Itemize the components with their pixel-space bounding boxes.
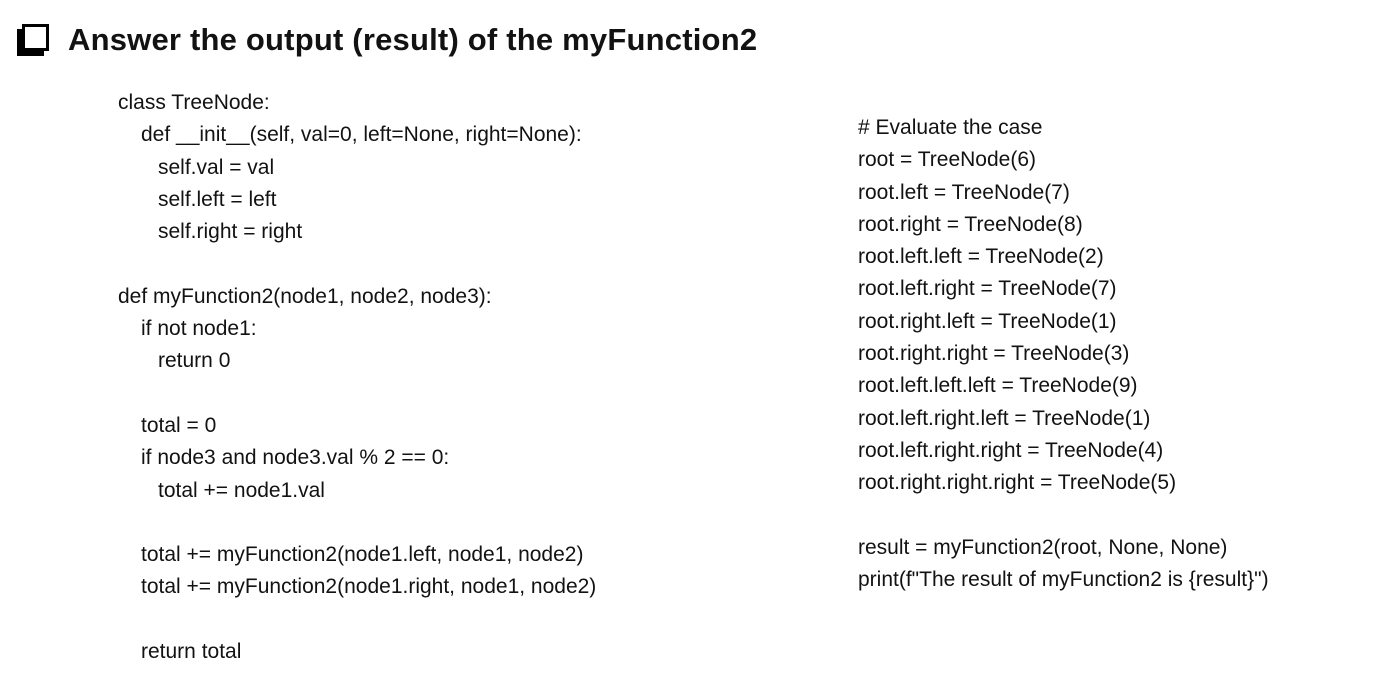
code-line: root.left.right.right = TreeNode(4)	[858, 438, 1164, 462]
code-line: root.right.right.right = TreeNode(5)	[858, 471, 1177, 495]
code-line: root.left.right = TreeNode(7)	[858, 277, 1117, 301]
code-line: def myFunction2(node1, node2, node3):	[118, 284, 492, 308]
code-line: root.right.right = TreeNode(3)	[858, 342, 1130, 366]
code-line: result = myFunction2(root, None, None)	[858, 535, 1228, 559]
code-line: root.left.left.left = TreeNode(9)	[858, 374, 1138, 398]
code-line: class TreeNode:	[118, 91, 270, 114]
code-line	[118, 378, 596, 410]
code-line: if node3 and node3.val % 2 == 0:	[141, 446, 450, 470]
code-block-evaluation-case: # Evaluate the case root = TreeNode(6) roo…	[858, 112, 1269, 596]
code-line: return total	[141, 640, 242, 664]
page-title: Answer the output (result) of the myFunc…	[68, 22, 758, 57]
code-line: print(f"The result of myFunction2 is {re…	[858, 568, 1269, 592]
code-line: if not node1:	[141, 317, 257, 341]
code-line: total += myFunction2(node1.left, node1, …	[141, 543, 584, 567]
code-line	[118, 248, 596, 280]
code-line: self.val = val	[158, 155, 275, 179]
code-line: total += myFunction2(node1.right, node1,…	[141, 575, 597, 599]
shadowed-square-bullet-icon	[22, 23, 49, 51]
code-line: root.left = TreeNode(7)	[858, 180, 1070, 204]
code-line: root = TreeNode(6)	[858, 148, 1037, 172]
code-line: root.right.left = TreeNode(1)	[858, 309, 1117, 333]
code-line	[118, 507, 596, 539]
code-line: self.left = left	[158, 187, 277, 211]
code-block-function-definition: class TreeNode: def __init__(self, val=0,…	[118, 87, 596, 668]
code-line: return 0	[158, 349, 231, 373]
code-line	[858, 500, 1269, 532]
code-line: # Evaluate the case	[858, 116, 1043, 139]
code-line: total += node1.val	[158, 478, 325, 502]
code-line: self.right = right	[158, 220, 303, 244]
code-line	[118, 604, 596, 636]
slide-title-row: Answer the output (result) of the myFunc…	[22, 22, 757, 58]
code-line: root.left.left = TreeNode(2)	[858, 245, 1104, 269]
code-line: total = 0	[141, 413, 217, 437]
code-line: root.right = TreeNode(8)	[858, 212, 1083, 236]
code-line: def __init__(self, val=0, left=None, rig…	[141, 123, 582, 147]
code-line: root.left.right.left = TreeNode(1)	[858, 406, 1151, 430]
